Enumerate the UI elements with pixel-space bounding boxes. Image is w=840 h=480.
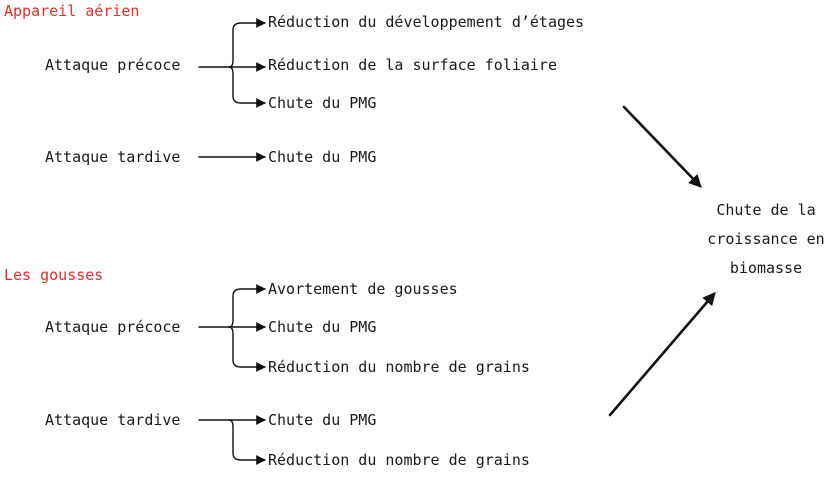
section-title-gousses: Les gousses [4,266,104,284]
attack-label-gousses-precoce: Attaque précoce [45,318,181,336]
effect-aerien-precoce-1: Réduction du développement d’étages [268,13,585,31]
branch-aerien-precoce [198,18,266,108]
outcome-line-2: croissance en [707,230,825,248]
branch-gousses-tardive [198,415,266,465]
arrow-gousses-to-outcome [608,292,716,417]
effect-aerien-tardive-1: Chute du PMG [268,148,377,166]
arrow-aerien-to-outcome [622,105,702,188]
effect-aerien-precoce-2: Réduction de la surface foliaire [268,56,557,74]
effect-gousses-tardive-2: Réduction du nombre de grains [268,451,530,469]
outcome-line-3: biomasse [729,259,803,277]
attack-label-aerien-precoce: Attaque précoce [45,56,181,74]
branch-gousses-precoce [198,284,266,372]
attack-label-aerien-tardive: Attaque tardive [45,148,181,166]
section-title-aerien: Appareil aérien [4,2,140,20]
outcome-line-1: Chute de la [716,201,816,219]
effect-gousses-precoce-1: Avortement de gousses [268,280,458,298]
effect-gousses-precoce-3: Réduction du nombre de grains [268,358,530,376]
effect-aerien-precoce-3: Chute du PMG [268,94,377,112]
attack-label-gousses-tardive: Attaque tardive [45,411,181,429]
effect-gousses-precoce-2: Chute du PMG [268,318,377,336]
effect-gousses-tardive-1: Chute du PMG [268,411,377,429]
